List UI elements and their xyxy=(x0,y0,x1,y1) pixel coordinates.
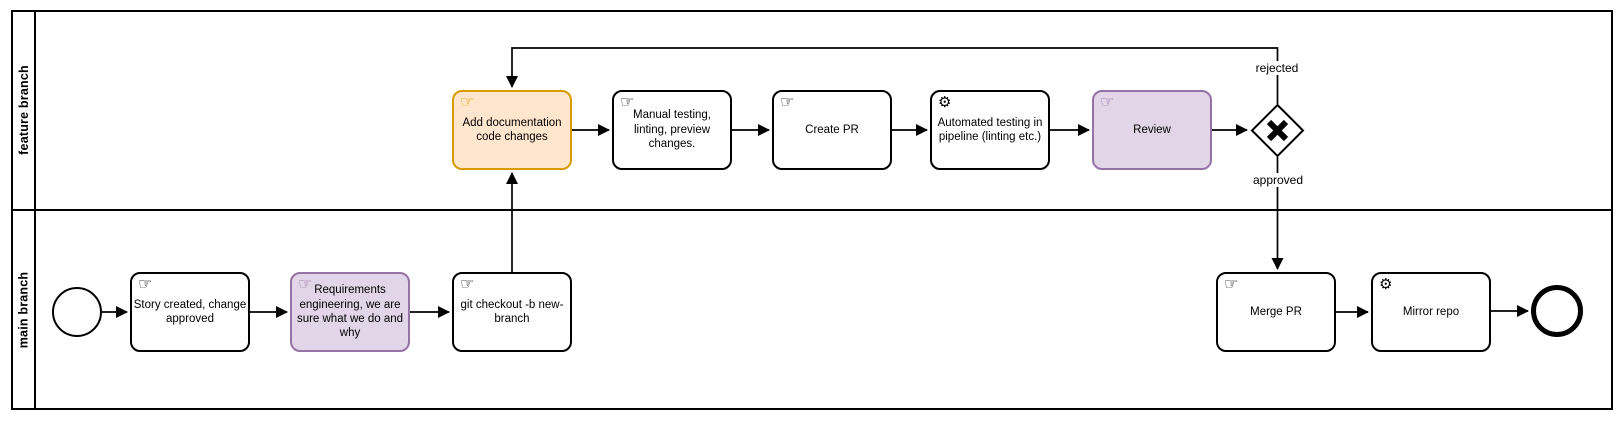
manual-task-hand-icon: ☞ xyxy=(460,92,475,111)
task-mirror-repo[interactable]: ⚙ Mirror repo xyxy=(1371,272,1491,352)
task-label: Automated testing in pipeline (linting e… xyxy=(937,116,1043,143)
exclusive-gateway[interactable] xyxy=(1250,103,1305,158)
end-event[interactable] xyxy=(1531,285,1583,337)
task-automated-testing[interactable]: ⚙ Automated testing in pipeline (linting… xyxy=(930,90,1050,170)
manual-task-hand-icon: ☞ xyxy=(138,274,153,293)
lane-main-branch: main branch xyxy=(11,210,36,410)
task-label: Create PR xyxy=(805,123,859,136)
exclusive-gateway-x-icon xyxy=(1250,103,1305,158)
task-label: Manual testing, linting, preview changes… xyxy=(633,109,711,151)
service-task-gear-icon: ⚙ xyxy=(1379,275,1393,293)
task-add-documentation[interactable]: ☞ Add documentation code changes xyxy=(452,90,572,170)
manual-task-hand-icon: ☞ xyxy=(460,274,475,293)
task-review[interactable]: ☞ Review xyxy=(1092,90,1212,170)
edge-label-approved: approved xyxy=(1249,173,1307,187)
manual-task-hand-icon: ☞ xyxy=(298,274,313,293)
task-label: Requirements engineering, we are sure wh… xyxy=(296,284,404,340)
lane-divider xyxy=(11,209,1613,211)
task-manual-testing[interactable]: ☞ Manual testing, linting, preview chang… xyxy=(612,90,732,170)
manual-task-hand-icon: ☞ xyxy=(1224,274,1239,293)
task-story-created[interactable]: ☞ Story created, change approved xyxy=(130,272,250,352)
task-git-checkout[interactable]: ☞ git checkout -b new-branch xyxy=(452,272,572,352)
task-label: Add documentation code changes xyxy=(462,116,562,143)
task-label: Mirror repo xyxy=(1402,305,1460,318)
task-label: Review xyxy=(1133,123,1171,136)
task-label: git checkout -b new-branch xyxy=(460,298,564,325)
manual-task-hand-icon: ☞ xyxy=(780,92,795,111)
manual-task-hand-icon: ☞ xyxy=(620,92,635,111)
task-label: Merge PR xyxy=(1250,305,1302,318)
manual-task-hand-icon: ☞ xyxy=(1100,92,1115,111)
lane-label: main branch xyxy=(16,271,31,349)
task-merge-pr[interactable]: ☞ Merge PR xyxy=(1216,272,1336,352)
edge-label-rejected: rejected xyxy=(1252,61,1302,75)
lane-feature-branch: feature branch xyxy=(11,10,36,210)
service-task-gear-icon: ⚙ xyxy=(938,93,952,111)
task-label: Story created, change approved xyxy=(133,298,247,325)
task-requirements-engineering[interactable]: ☞ Requirements engineering, we are sure … xyxy=(290,272,410,352)
lane-label: feature branch xyxy=(16,65,31,155)
task-create-pr[interactable]: ☞ Create PR xyxy=(772,90,892,170)
start-event[interactable] xyxy=(52,287,102,337)
